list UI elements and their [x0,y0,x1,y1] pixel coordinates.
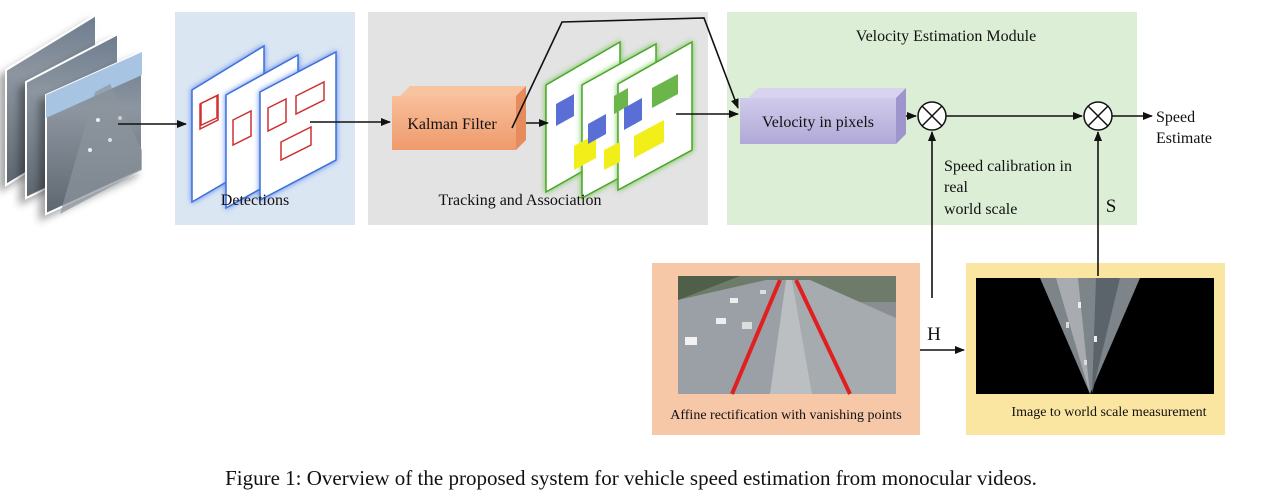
multiply-node-2 [1083,101,1113,131]
track-box-blue [588,114,606,144]
flow-arrows [118,17,1153,354]
vanishing-line-right [794,279,852,395]
velocity-module-title: Velocity Estimation Module [856,28,1036,45]
track-box-green [652,74,678,108]
video-frame-front [45,50,143,216]
highway-photo [678,276,896,394]
detection-box [295,80,325,116]
detection-box [232,109,252,147]
rectified-image [976,278,1214,394]
track-box-blue [624,98,642,130]
affine-label: Affine rectification with vanishing poin… [670,408,901,423]
s-label: S [1106,196,1117,217]
detection-frames [191,44,337,210]
detection-box [267,97,287,133]
tracking-label: Tracking and Association [439,192,602,209]
velocity-in-pixels-box: Velocity in pixels [740,88,906,144]
arrow-feedback-loop [511,17,739,129]
h-label: H [927,324,941,345]
track-box-yellow [574,134,596,170]
multiply-node-1 [917,101,947,131]
input-video-frames [5,13,143,216]
kalman-filter-box: Kalman Filter [392,86,526,150]
track-box-yellow [604,142,620,170]
figure-caption: Figure 1: Overview of the proposed syste… [225,466,1037,490]
kalman-filter-label: Kalman Filter [407,116,497,133]
calibration-label: Speed calibration in real world scale [944,158,1076,218]
detection-box [199,93,219,131]
output-label: Speed Estimate [1156,109,1212,147]
track-box-yellow [634,120,664,158]
detection-box [280,125,312,162]
tracked-frames [545,40,693,200]
world-scale-label: Image to world scale measurement [1011,405,1206,420]
velocity-in-pixels-label: Velocity in pixels [762,114,874,131]
detection-frame-3 [259,50,337,202]
track-box-blue [556,94,574,126]
vanishing-line-left [730,279,782,395]
detections-label: Detections [221,192,289,209]
track-box-green [614,88,628,114]
